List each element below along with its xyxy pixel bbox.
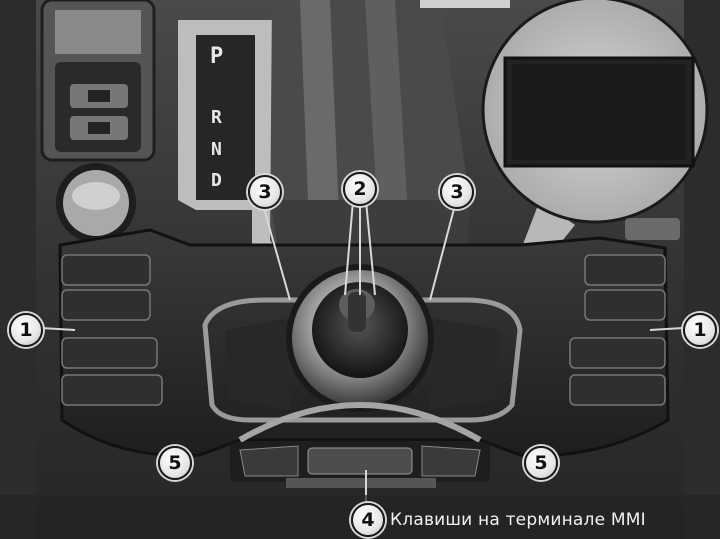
callout-1-right: 1 — [683, 313, 717, 347]
seat-heating-switches — [40, 0, 156, 162]
gear-r: R — [211, 107, 222, 128]
bottom-button-row — [230, 442, 490, 488]
leader-lines — [40, 200, 684, 503]
callout-5-right: 5 — [524, 446, 558, 480]
callout-2-joystick: 2 — [343, 172, 377, 206]
figure-caption: Клавиши на терминале MMI — [390, 510, 646, 530]
callout-4-bottom: 4 — [351, 503, 385, 537]
callout-3-right: 3 — [440, 175, 474, 209]
gear-p: P — [210, 44, 223, 69]
start-stop-button — [56, 163, 136, 243]
gear-indicator: P R N D — [178, 20, 272, 260]
gear-n: N — [211, 139, 222, 160]
callout-1-left: 1 — [9, 313, 43, 347]
callout-3-left: 3 — [248, 175, 282, 209]
gear-d: D — [211, 170, 222, 191]
callout-5-left: 5 — [158, 446, 192, 480]
mmi-control-panel — [58, 228, 670, 458]
